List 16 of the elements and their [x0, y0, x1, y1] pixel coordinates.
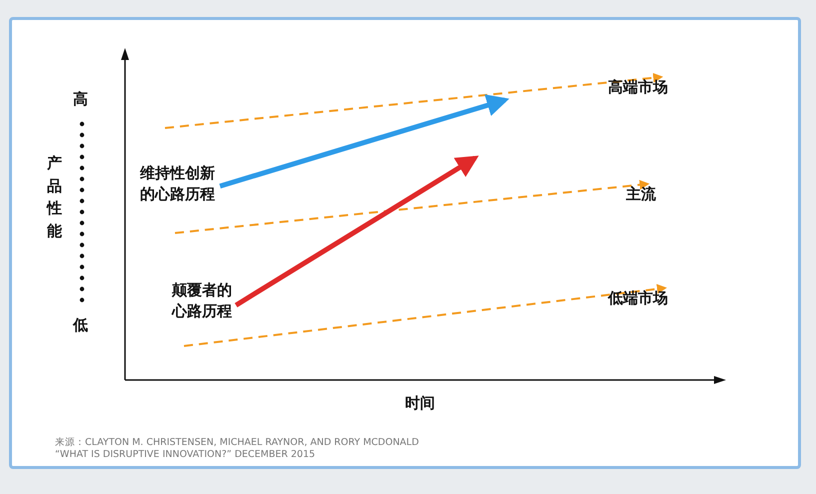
axis-title: 时间	[405, 393, 435, 414]
arrow	[234, 156, 479, 308]
market-label: 低端市场	[608, 288, 684, 309]
source-note: 来源：CLAYTON M. CHRISTENSEN, MICHAEL RAYNOR, AND RORY MCDONALD	[55, 437, 419, 449]
path-label: 维持性创新的心路历程	[140, 163, 220, 205]
path-label: 颠覆者的心路历程	[172, 280, 236, 322]
arrow	[164, 72, 664, 129]
axis-label: 低	[73, 315, 88, 336]
market-label: 主流	[626, 184, 662, 205]
arrow	[184, 284, 667, 347]
arrow	[219, 94, 510, 188]
axis-label: 高	[73, 89, 88, 110]
market-label: 高端市场	[608, 77, 684, 98]
source-note: “WHAT IS DISRUPTIVE INNOVATION?” DECEMBER 2015	[55, 449, 316, 461]
arrow	[174, 180, 650, 234]
axis-title: 产品性能	[47, 153, 62, 242]
